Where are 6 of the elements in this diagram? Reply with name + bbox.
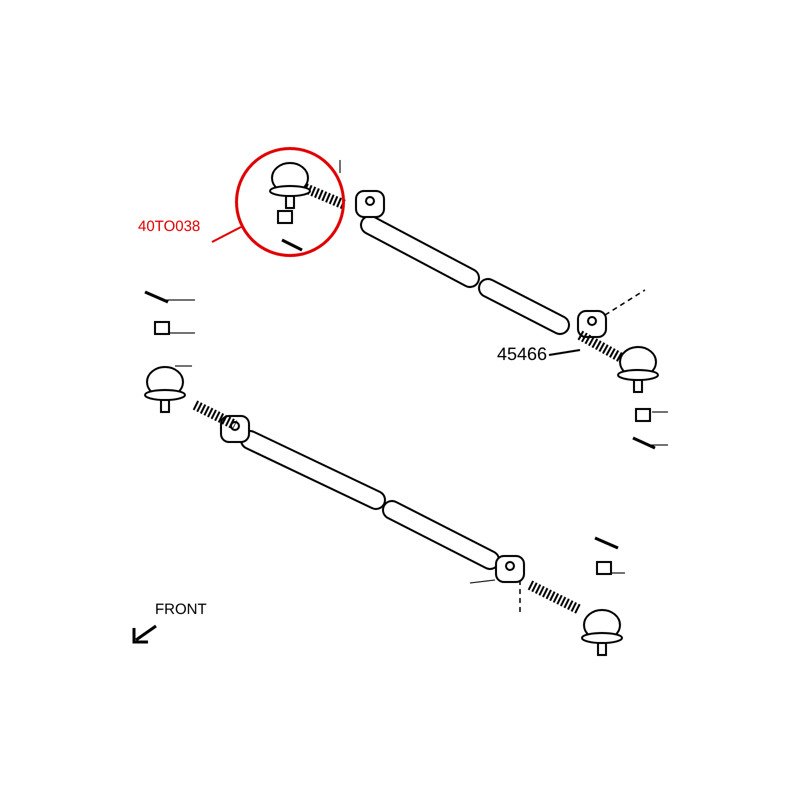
leader-line	[212, 226, 242, 243]
highlight-circle	[235, 147, 345, 257]
direction-label: FRONT	[155, 602, 207, 617]
part-number: 45466	[497, 345, 548, 363]
leader-line	[548, 349, 580, 356]
part-number: 40TO038	[138, 219, 200, 234]
